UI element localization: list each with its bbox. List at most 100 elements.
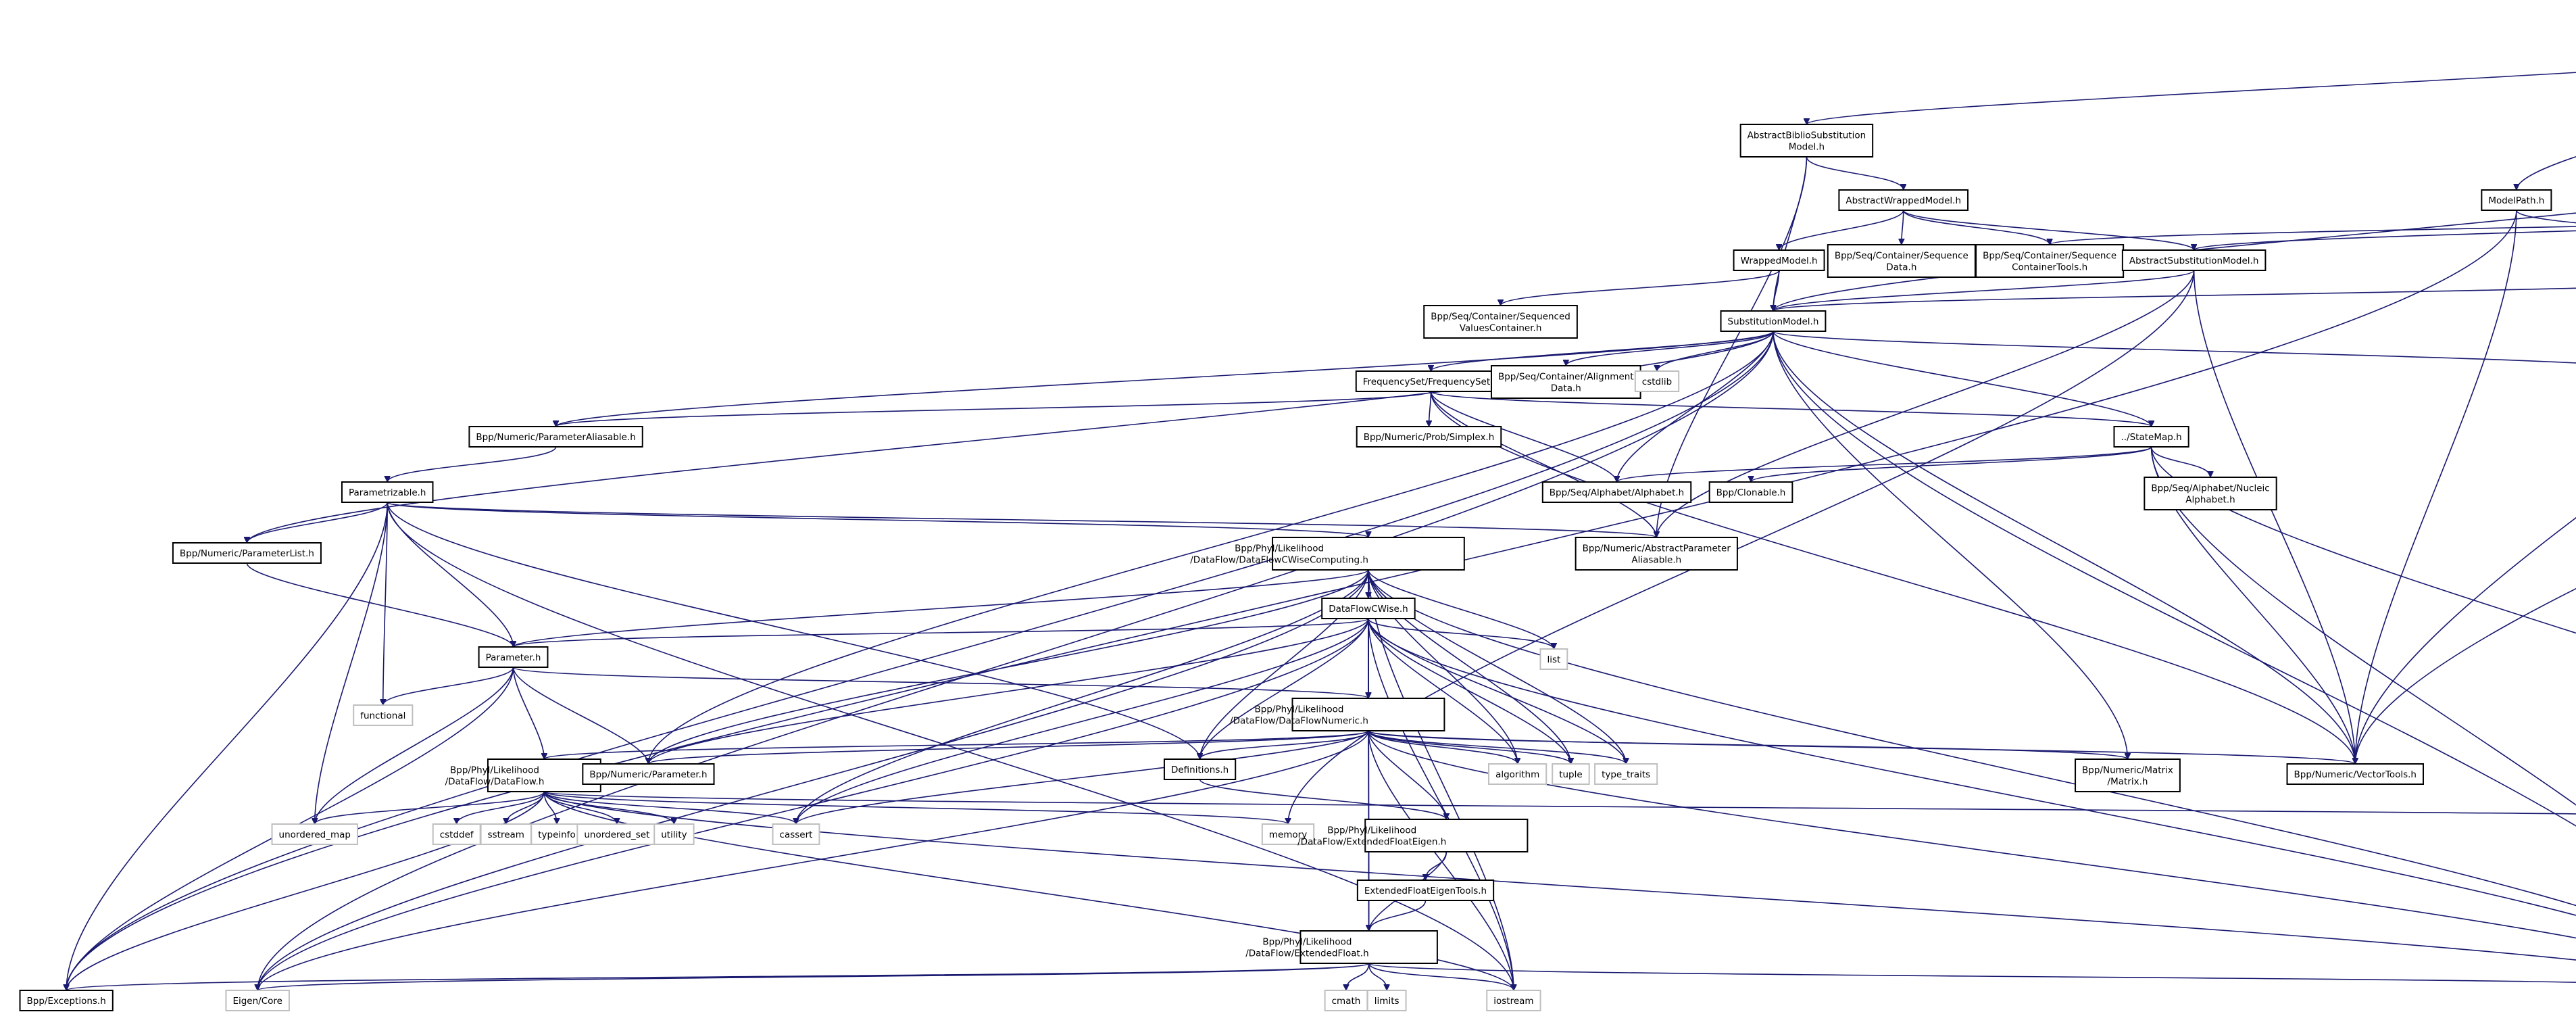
node-box xyxy=(1486,990,1541,1011)
edge-modelpath-to-vectortools xyxy=(2355,210,2517,764)
edge-dataflow-to-cassert xyxy=(543,791,796,825)
node-label: Bpp/Numeric/AbstractParameter xyxy=(1583,544,1731,554)
node-fs[interactable]: FrequencySet/FrequencySet.h xyxy=(1355,370,1506,392)
edge-dfcwise-to-cassert xyxy=(796,618,1369,824)
node-cmath: cmath xyxy=(1324,990,1368,1011)
edge-awm-to-seqdata xyxy=(1902,210,1904,245)
node-box xyxy=(1594,763,1658,785)
node-parametrizable[interactable]: Parametrizable.h xyxy=(341,481,434,503)
edge-sm-to-paramalias xyxy=(556,331,1774,427)
node-label: Parameter.h xyxy=(486,652,541,663)
node-box xyxy=(1720,310,1827,332)
edge-paramalias-to-parametrizable xyxy=(387,446,557,483)
node-box xyxy=(1838,189,1969,211)
node-svc[interactable]: Bpp/Seq/Container/SequencedValuesContain… xyxy=(1423,305,1578,339)
node-label: Bpp/Phyl/Likelihood xyxy=(1262,937,1352,948)
node-awm[interactable]: AbstractWrappedModel.h xyxy=(1838,189,1969,211)
node-vectortools[interactable]: Bpp/Numeric/VectorTools.h xyxy=(2286,763,2424,785)
edge-sm-to-vectortools xyxy=(1773,331,2355,764)
edge-ef-to-exceptions xyxy=(66,963,1370,991)
node-box xyxy=(1272,537,1465,571)
node-label: Bpp/Phyl/Likelihood xyxy=(1327,825,1416,836)
node-paramlist[interactable]: Bpp/Numeric/ParameterList.h xyxy=(172,542,322,564)
node-wm[interactable]: WrappedModel.h xyxy=(1733,249,1825,271)
edge-statemap-to-string xyxy=(2150,446,2576,806)
node-box xyxy=(1291,698,1445,731)
node-label: unordered_map xyxy=(279,829,351,840)
node-parameter[interactable]: Parameter.h xyxy=(478,646,549,668)
edge-awm-to-sctools xyxy=(1902,210,2050,245)
node-label: type_traits xyxy=(1602,769,1650,780)
edge-fs-to-paramalias xyxy=(556,391,1432,427)
node-box xyxy=(271,823,358,845)
node-box xyxy=(487,758,601,792)
node-modelpath[interactable]: ModelPath.h xyxy=(2481,189,2552,211)
edge-abmtm-to-absm xyxy=(1806,72,2576,125)
edge-dfcwc-to-eigencore xyxy=(257,569,1369,990)
node-sctools[interactable]: Bpp/Seq/Container/SequenceContainerTools… xyxy=(1975,244,2125,278)
node-box xyxy=(2286,763,2424,785)
edges-layer xyxy=(66,72,2576,991)
node-box xyxy=(353,704,414,726)
edge-dataflow-to-iostream xyxy=(543,791,1514,991)
edge-dataflow-to-typeinfo xyxy=(543,791,557,824)
node-exceptions[interactable]: Bpp/Exceptions.h xyxy=(19,990,114,1011)
node-label: Bpp/Numeric/ParameterAliasable.h xyxy=(476,432,635,443)
node-dfcwise[interactable]: DataFlowCWise.h xyxy=(1321,598,1416,619)
edge-dfcwc-to-typetraits xyxy=(1368,569,1626,764)
node-label: AbstractSubstitutionModel.h xyxy=(2129,256,2259,266)
node-algorithm: algorithm xyxy=(1488,763,1547,785)
edge-motm-to-sm xyxy=(1773,212,2576,312)
edge-dfnumeric-to-typetraits xyxy=(1368,730,1626,765)
node-label: Bpp/Numeric/Matrix xyxy=(2082,765,2173,776)
node-label: utility xyxy=(661,829,687,840)
node-box xyxy=(1488,763,1547,785)
edge-fs-to-abparalias xyxy=(1430,391,1656,537)
node-matrix[interactable]: Bpp/Numeric/Matrix/Matrix.h xyxy=(2075,758,2181,792)
node-label: ContainerTools.h xyxy=(2012,262,2087,273)
node-efeigen[interactable]: Bpp/Phyl/Likelihood/DataFlow/ExtendedFlo… xyxy=(1297,819,1529,852)
node-asm[interactable]: AbstractSubstitutionModel.h xyxy=(2121,249,2267,271)
node-label: Bpp/Phyl/Likelihood xyxy=(450,765,539,776)
node-dfnumeric[interactable]: Bpp/Phyl/Likelihood/DataFlow/DataFlowNum… xyxy=(1230,698,1445,731)
node-paramalias[interactable]: Bpp/Numeric/ParameterAliasable.h xyxy=(468,426,643,448)
edge-sm-to-exceptions xyxy=(66,331,1774,990)
edge-awm-to-asm xyxy=(1902,210,2194,251)
node-dataflow[interactable]: Bpp/Phyl/Likelihood/DataFlow/DataFlow.h xyxy=(445,758,601,792)
node-definitions[interactable]: Definitions.h xyxy=(1163,758,1237,780)
node-box xyxy=(2121,249,2267,271)
node-efetools[interactable]: ExtendedFloatEigenTools.h xyxy=(1356,880,1495,901)
node-label: cmath xyxy=(1332,996,1361,1007)
node-box xyxy=(19,990,114,1011)
node-ef[interactable]: Bpp/Phyl/Likelihood/DataFlow/ExtendedFlo… xyxy=(1245,930,1438,964)
edge-absm-to-sm xyxy=(1773,156,1808,311)
edge-absm-to-awm xyxy=(1806,156,1903,191)
edge-ef-to-string xyxy=(1368,963,2576,983)
edge-sm-to-paramlist xyxy=(247,331,1774,544)
node-label: Bpp/Phyl/Likelihood xyxy=(1235,544,1324,554)
node-simplex[interactable]: Bpp/Numeric/Prob/Simplex.h xyxy=(1356,426,1502,448)
node-box xyxy=(1321,598,1416,619)
edge-dfcwise-to-tuple xyxy=(1368,618,1571,764)
node-box xyxy=(1423,305,1578,339)
node-label: cstddef xyxy=(440,829,474,840)
edge-efeigen-to-efetools xyxy=(1425,851,1447,881)
node-clonable[interactable]: Bpp/Clonable.h xyxy=(1708,481,1793,503)
node-label: /DataFlow/ExtendedFloatEigen.h xyxy=(1297,837,1446,848)
edge-efetools-to-ef xyxy=(1369,900,1427,932)
edge-parameter-to-dataflow xyxy=(512,667,545,759)
node-numparam[interactable]: Bpp/Numeric/Parameter.h xyxy=(582,763,715,785)
node-dfcwc[interactable]: Bpp/Phyl/Likelihood/DataFlow/DataFlowCWi… xyxy=(1190,537,1465,571)
node-label: Eigen/Core xyxy=(232,996,282,1007)
node-sm[interactable]: SubstitutionModel.h xyxy=(1720,310,1827,332)
node-label: AbstractBiblioSubstitution xyxy=(1748,130,1866,141)
node-statemap[interactable]: ../StateMap.h xyxy=(2113,426,2189,448)
node-box xyxy=(1490,365,1641,399)
edge-fs-to-alphabet xyxy=(1430,391,1616,483)
node-alphabet[interactable]: Bpp/Seq/Alphabet/Alphabet.h xyxy=(1541,481,1692,503)
